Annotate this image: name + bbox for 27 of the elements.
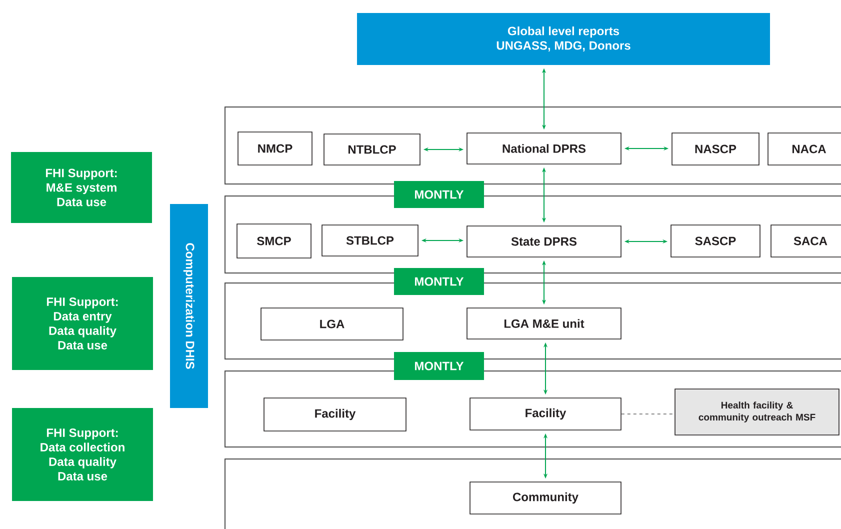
support-box: FHI Support: M&E system Data use <box>11 152 152 223</box>
unit-box: LGA <box>260 308 404 340</box>
level-band <box>224 106 841 184</box>
unit-box: LGA M&E unit <box>466 308 622 340</box>
unit-box: SASCP <box>670 224 760 258</box>
support-box: FHI Support: Data entry Data quality Data use <box>12 277 153 370</box>
unit-box: State DPRS <box>466 226 622 258</box>
frequency-tag: MONTLY <box>394 268 484 295</box>
unit-box: SACA <box>770 224 841 258</box>
unit-box: NMCP <box>238 132 312 166</box>
unit-box: STBLCP <box>322 224 418 256</box>
unit-box: Community <box>470 482 622 514</box>
support-box: FHI Support: Data collection Data quality Data use <box>12 408 153 501</box>
vertical-banner: Computerization DHIS <box>170 204 208 408</box>
unit-box: NASCP <box>672 132 760 166</box>
outreach-box: Health facility & community outreach MSF <box>674 388 840 436</box>
unit-box: National DPRS <box>466 132 622 164</box>
unit-box: NTBLCP <box>324 134 420 166</box>
level-band <box>224 370 841 448</box>
frequency-tag: MONTLY <box>394 352 484 380</box>
report-box: Global level reports UNGASS, MDG, Donors <box>357 13 770 65</box>
unit-box: Facility <box>264 398 406 432</box>
unit-box: SMCP <box>236 224 312 258</box>
unit-box: NACA <box>768 132 841 166</box>
frequency-tag: MONTLY <box>394 181 484 208</box>
unit-box: Facility <box>470 398 622 430</box>
level-band <box>224 458 841 529</box>
